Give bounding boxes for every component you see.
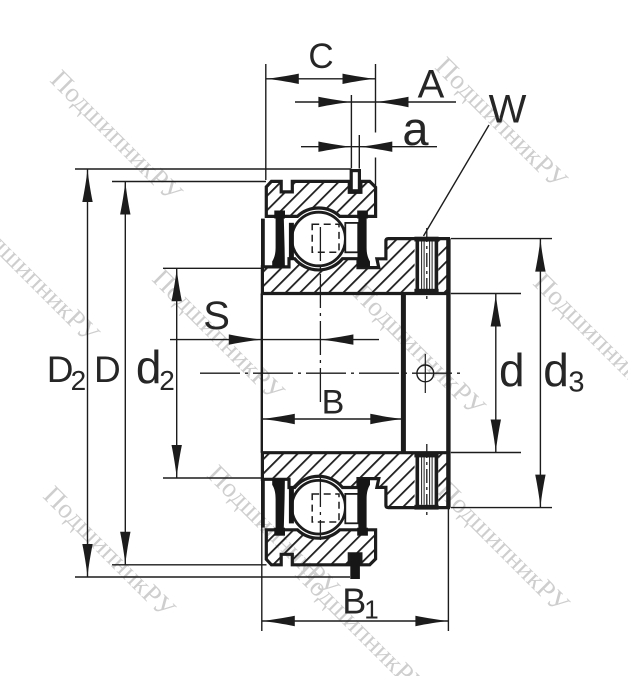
svg-text:1: 1 — [364, 595, 378, 625]
svg-text:d: d — [499, 344, 525, 396]
svg-text:S: S — [203, 294, 230, 338]
svg-text:2: 2 — [71, 365, 87, 396]
svg-text:3: 3 — [568, 367, 584, 399]
svg-text:D: D — [47, 349, 74, 390]
svg-text:W: W — [489, 88, 527, 132]
svg-text:D: D — [94, 349, 121, 390]
svg-text:C: C — [308, 37, 333, 76]
svg-text:A: A — [418, 63, 445, 107]
svg-text:B: B — [342, 580, 366, 621]
svg-text:a: a — [402, 102, 429, 155]
svg-text:2: 2 — [159, 365, 175, 396]
svg-text:d: d — [136, 341, 162, 393]
svg-text:d: d — [543, 344, 569, 396]
svg-text:B: B — [322, 384, 345, 422]
